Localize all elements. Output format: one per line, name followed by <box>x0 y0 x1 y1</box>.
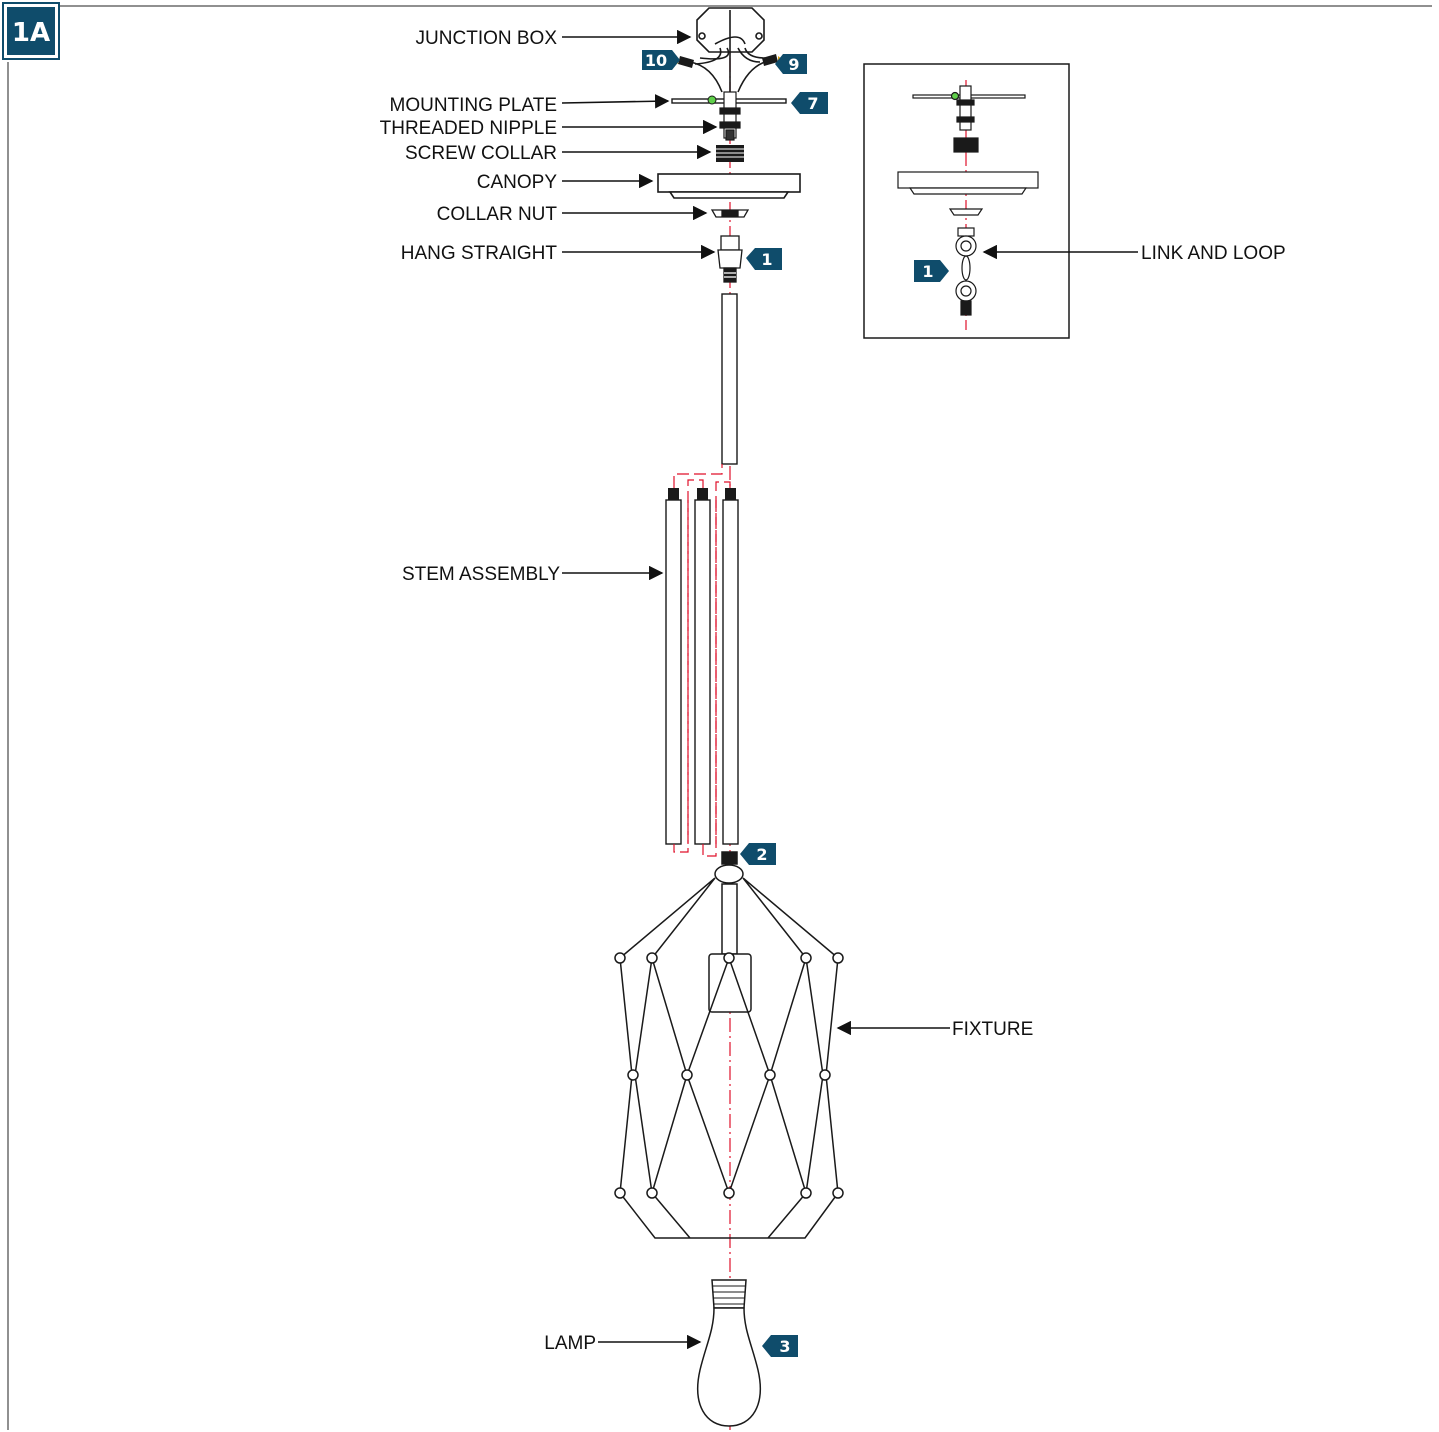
hang-straight-drawing <box>717 235 743 283</box>
label-canopy: CANOPY <box>477 172 558 193</box>
stem-top-drawing <box>721 293 738 465</box>
label-stem-assembly: STEM ASSEMBLY <box>402 564 560 585</box>
label-mounting-plate: MOUNTING PLATE <box>390 95 558 116</box>
step-badges: 10 9 7 1 2 3 1 <box>642 50 949 1357</box>
page-frame <box>7 5 1432 1430</box>
label-link-and-loop: LINK AND LOOP <box>1141 243 1286 264</box>
badge-2: 2 <box>740 843 776 865</box>
part-labels: JUNCTION BOX MOUNTING PLATE THREADED NIP… <box>380 28 1286 1354</box>
wire-connectors <box>674 54 782 68</box>
svg-text:3: 3 <box>779 1337 790 1356</box>
label-fixture: FIXTURE <box>952 1019 1033 1040</box>
svg-text:1: 1 <box>922 262 933 281</box>
badge-10: 10 <box>642 50 680 70</box>
svg-text:10: 10 <box>645 51 667 70</box>
svg-text:1: 1 <box>761 250 772 269</box>
label-hang-straight: HANG STRAIGHT <box>401 243 558 264</box>
badge-9: 9 <box>775 54 807 74</box>
leader-arrows <box>561 29 1138 1350</box>
label-collar-nut: COLLAR NUT <box>437 204 558 225</box>
badge-1-link: 1 <box>914 260 949 282</box>
step-label: 1A <box>2 2 60 60</box>
badge-1-hang: 1 <box>746 248 782 270</box>
badge-7: 7 <box>791 92 828 114</box>
badge-3: 3 <box>762 1335 798 1357</box>
threaded-nipple-drawing <box>719 91 741 141</box>
canopy-drawing <box>657 173 801 199</box>
label-threaded-nipple: THREADED NIPPLE <box>380 118 557 139</box>
label-junction-box: JUNCTION BOX <box>416 28 558 49</box>
link-loop-inset <box>863 63 1070 339</box>
svg-text:9: 9 <box>788 55 799 74</box>
svg-text:1A: 1A <box>12 18 50 48</box>
wires <box>689 47 766 93</box>
fixture-drawing <box>614 851 844 1239</box>
stem-assembly-drawing <box>665 464 739 857</box>
label-lamp: LAMP <box>544 1333 596 1354</box>
junction-box-drawing <box>696 7 765 53</box>
collar-nut-drawing <box>710 209 750 218</box>
screw-collar-drawing <box>716 145 744 162</box>
svg-text:7: 7 <box>807 94 818 113</box>
svg-text:2: 2 <box>756 845 767 864</box>
lamp-drawing <box>696 1279 762 1427</box>
label-screw-collar: SCREW COLLAR <box>405 143 557 164</box>
